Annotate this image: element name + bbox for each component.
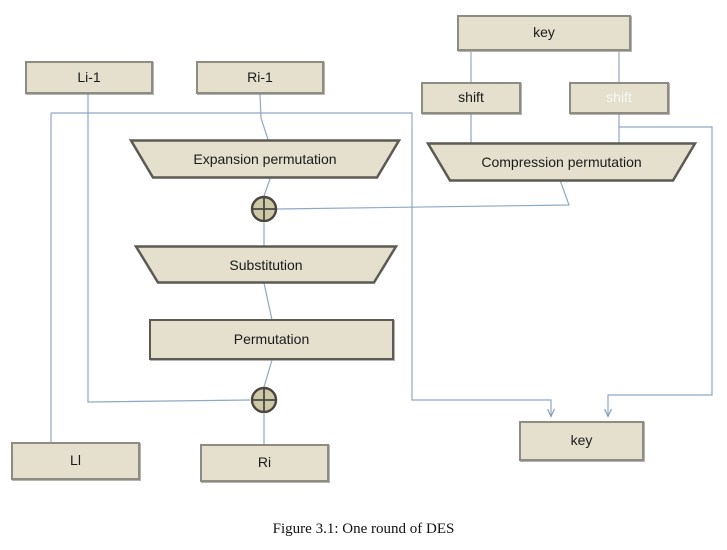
node-key-top-label: key [533,24,555,41]
xor-operator-bottom[interactable] [250,386,278,414]
node-shift-left-label: shift [458,89,484,106]
node-substitution-label: Substitution [229,256,303,273]
node-li-next[interactable]: Ll [11,442,140,480]
node-key-bottom-label: key [570,432,593,449]
node-shift-right[interactable]: shift [569,82,669,114]
node-li-prev-label: Li-1 [77,68,101,85]
node-key-bottom[interactable]: key [519,421,644,461]
compression-trapezoid-shape [425,142,698,182]
node-li-prev[interactable]: Li-1 [25,61,153,94]
node-compression-permutation[interactable]: Compression permutation [425,142,698,182]
xor-operator-top[interactable] [250,195,278,223]
expansion-trapezoid-shape [128,139,402,179]
node-shift-left[interactable]: shift [421,82,521,114]
xor-icon [250,195,278,223]
node-ri-next-label: Ri [257,454,272,471]
node-ri-prev[interactable]: Ri-1 [196,61,324,94]
node-ri-next[interactable]: Ri [200,444,329,482]
node-permutation[interactable]: Permutation [149,319,394,360]
node-compression-permutation-label: Compression permutation [481,154,642,170]
wire-permutation-to-xor-bottom [263,359,273,388]
node-expansion-permutation-label: Expansion permutation [193,151,337,167]
substitution-trapezoid-shape [133,245,399,284]
node-substitution[interactable]: Substitution [133,245,399,284]
xor-icon [250,386,278,414]
node-key-top[interactable]: key [457,15,631,51]
node-li-next-label: Ll [70,452,81,469]
wire-compression-to-xor-top [276,179,570,210]
node-ri-prev-label: Ri-1 [247,68,273,85]
node-shift-right-label: shift [606,89,632,106]
wire-substitution-to-permutation [263,282,273,321]
node-permutation-label: Permutation [233,330,310,347]
node-expansion-permutation[interactable]: Expansion permutation [128,139,402,179]
figure-caption: Figure 3.1: One round of DES [272,521,455,537]
